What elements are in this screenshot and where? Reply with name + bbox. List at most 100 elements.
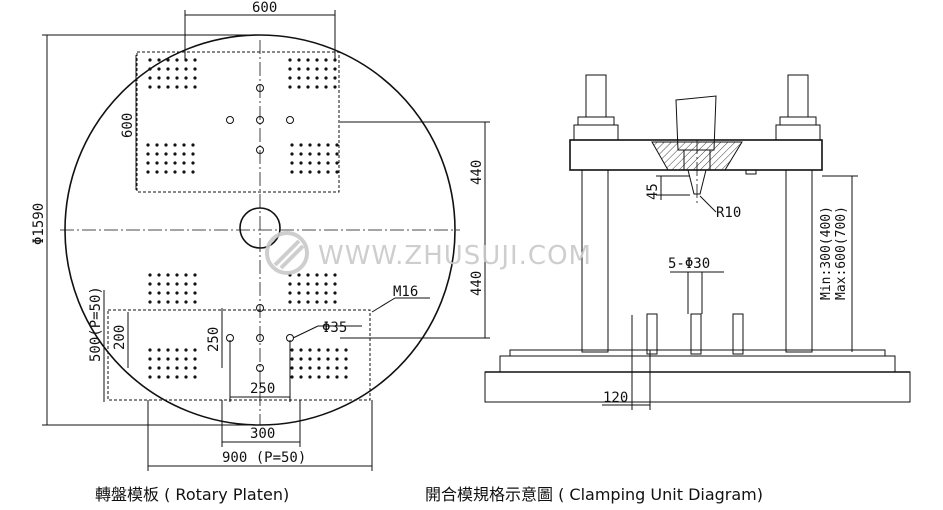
tapped-hole-dot [333, 67, 337, 71]
tapped-hole-dot [182, 161, 186, 165]
tapped-hole-dot [193, 366, 197, 370]
lower-mould-zone [107, 309, 371, 401]
tapped-hole-dot [344, 366, 348, 370]
tapped-hole-dot [173, 161, 177, 165]
tapped-hole-dot [308, 152, 312, 156]
tapped-hole-dot [193, 76, 197, 80]
tapped-hole-dot [148, 375, 152, 379]
tapped-hole-dot [326, 366, 330, 370]
tapped-hole-dot [184, 273, 188, 277]
tapped-hole-dot [333, 282, 337, 286]
tapped-hole-dot [324, 300, 328, 304]
tapped-hole-dot [308, 161, 312, 165]
tapped-hole-dot [308, 143, 312, 147]
tapped-hole-dot [324, 85, 328, 89]
tapped-hole-dot [299, 143, 303, 147]
tapped-hole-dot [335, 348, 339, 352]
tapped-hole-dot [148, 67, 152, 71]
tapped-hole-dot [290, 152, 294, 156]
tapped-hole-dot [299, 348, 303, 352]
dim-120: 120 [603, 390, 628, 406]
tapped-hole-dot [333, 273, 337, 277]
tapped-hole-dot [324, 291, 328, 295]
tapped-hole-dot [326, 152, 330, 156]
tapped-hole-dot [148, 282, 152, 286]
tapped-hole-dot [299, 161, 303, 165]
tapped-hole-dot [290, 366, 294, 370]
tapped-hole-dot [288, 58, 292, 62]
dim-200: 200 [112, 325, 128, 350]
rotary-caption: 轉盤模板 ( Rotary Platen) [95, 485, 289, 504]
tapped-hole-dot [166, 348, 170, 352]
tapped-hole-dot [184, 76, 188, 80]
tapped-hole-dot [290, 161, 294, 165]
tapped-hole-dot [191, 161, 195, 165]
tapped-hole-dot [344, 348, 348, 352]
tapped-hole-dot [148, 357, 152, 361]
tapped-hole-dot [288, 85, 292, 89]
tapped-hole-dot [306, 291, 310, 295]
tapped-hole-dot [175, 348, 179, 352]
tapped-hole-dot [324, 58, 328, 62]
tapped-hole-dot [344, 375, 348, 379]
tapped-hole-dot [182, 152, 186, 156]
tapped-hole-dot [306, 85, 310, 89]
tapped-hole-dot [326, 357, 330, 361]
tapped-hole-dot [333, 300, 337, 304]
tapped-hole-dot [315, 76, 319, 80]
tapped-hole-dot [326, 348, 330, 352]
tapped-hole-dot [146, 161, 150, 165]
tapped-hole-dot [297, 282, 301, 286]
tapped-hole-dot [157, 366, 161, 370]
tapped-hole-dot [166, 375, 170, 379]
tapped-hole-dot [288, 282, 292, 286]
tapped-hole-dot [173, 170, 177, 174]
dim-300: 300 [250, 426, 275, 442]
tapped-hole-dot [166, 282, 170, 286]
tapped-hole-dot [317, 366, 321, 370]
tapped-hole-dot [157, 273, 161, 277]
tapped-hole-dot [182, 143, 186, 147]
tapped-hole-dot [297, 273, 301, 277]
tapped-hole-dot [333, 85, 337, 89]
cylinder-right [775, 74, 821, 141]
tapped-hole-dot [335, 152, 339, 156]
tapped-hole-dot [297, 58, 301, 62]
watermark-text: WWW.ZHUSUJI.COM [318, 241, 592, 271]
tapped-hole-dot [333, 291, 337, 295]
tapped-hole-dot [315, 291, 319, 295]
tapped-hole-dot [324, 282, 328, 286]
tapped-hole-dot [184, 85, 188, 89]
tapped-hole-dot [148, 273, 152, 277]
tapped-hole-dot [155, 161, 159, 165]
tapped-hole-dot [184, 282, 188, 286]
dim-5phi30: 5-Φ30 [668, 256, 710, 272]
injection-nozzle [675, 95, 717, 205]
ejector-pins [646, 271, 744, 355]
tapped-hole-dot [290, 348, 294, 352]
tapped-hole-dot [306, 300, 310, 304]
tapped-hole-dot [335, 143, 339, 147]
watermark-logo-mark [273, 239, 305, 270]
tapped-hole-dot [184, 300, 188, 304]
tapped-hole-dot [157, 300, 161, 304]
watermark-logo-icon [265, 231, 309, 275]
tapped-hole-dot [335, 375, 339, 379]
rotary-platen: 600 600 Φ1590 440 440 M16 Φ35 200 500(P=… [31, 0, 490, 504]
tapped-hole-dot [315, 67, 319, 71]
dim-600-top: 600 [252, 0, 277, 16]
ejector-holes-upper [226, 84, 294, 154]
tapped-hole-dot [175, 300, 179, 304]
tapped-hole-dot [175, 67, 179, 71]
tapped-hole-dot [184, 366, 188, 370]
dim-phi35: Φ35 [322, 320, 347, 336]
tapped-hole-dot [166, 357, 170, 361]
tapped-hole-dot [184, 375, 188, 379]
tapped-hole-dot [290, 375, 294, 379]
tapped-hole-dot [290, 143, 294, 147]
tapped-hole-dot [326, 143, 330, 147]
tapped-hole-dot [146, 170, 150, 174]
tapped-hole-dot [288, 67, 292, 71]
tapped-hole-dot [193, 375, 197, 379]
tapped-hole-dot [175, 85, 179, 89]
